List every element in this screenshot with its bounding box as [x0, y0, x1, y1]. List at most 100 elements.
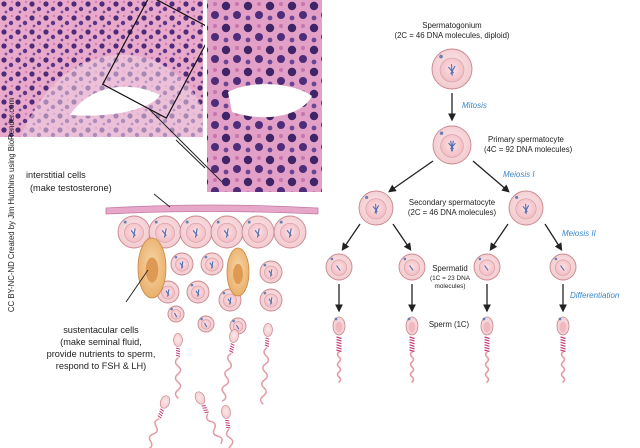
lumen-sperm-3-midpiece [264, 344, 270, 347]
sperm-cell-3-midpiece [484, 349, 490, 353]
sperm-cell-2-midpiece [409, 341, 415, 345]
spermatid-cell-1-nucleus [330, 259, 348, 276]
sustentacular-label: sustentacular cells [63, 325, 139, 335]
lumen-sperm-6-head [221, 405, 231, 419]
primary-spermatocyte-title: Primary spermatocyte [488, 135, 564, 144]
lumen-sperm-4-midpiece [160, 408, 165, 412]
secondary-spermatocyte-cell-right-centriole [515, 195, 519, 199]
lumen-sperm-6-midpiece [225, 424, 231, 427]
sperm-tails-group [147, 323, 273, 448]
lumen-sperm-1-midpiece [175, 354, 181, 357]
tubule-spermatocyte-5-chromosome [197, 289, 200, 297]
tubule-spermatid-3-nucleus [232, 321, 244, 332]
tubule-spermatocyte-4-chromosome [167, 289, 170, 297]
sertoli-nucleus [145, 257, 159, 283]
sperm-cell-3-tail [484, 351, 490, 383]
tubule-spermatid-2-chromosome [204, 322, 208, 328]
lumen-sperm-4-midpiece [159, 410, 164, 414]
spermatogonium-cell-chromosome [451, 64, 453, 76]
tubule-spermatid-1-chromosome [174, 312, 178, 318]
spermatid-cell-1 [325, 253, 353, 281]
spermatid-cell-2-centriole [403, 257, 407, 261]
lumen-sperm-6-midpiece [226, 426, 231, 429]
spermatid-cell-2-chromosome [409, 265, 414, 271]
tubule-spermatid-1 [167, 305, 185, 323]
tubule-spermatocyte-2-centriole [204, 255, 208, 259]
spermatid-cell-4 [549, 253, 577, 281]
tubule-spermatid-1-centriole [170, 307, 173, 311]
sperm-cell-3-midpiece [484, 346, 490, 350]
spermatogonium-detail: (2C = 46 DNA molecules, diploid) [394, 31, 509, 40]
tubule-spermatocyte-5 [186, 280, 210, 304]
sustentacular-desc-1: (make seminal fluid, [60, 337, 142, 347]
secondary-spermatocyte-cell-left [358, 190, 394, 226]
mitosis-label: Mitosis [462, 101, 487, 110]
sertoli-cell-2 [226, 247, 250, 297]
sperm-cell-1-nucleus [335, 321, 343, 333]
lumen-sperm-1-midpiece [175, 352, 181, 355]
lumen-sperm-6 [221, 405, 234, 448]
lumen-sperm-3-tail [259, 347, 270, 405]
sperm-cell-3 [480, 316, 494, 383]
sperm-cell-2-midpiece [409, 349, 415, 353]
tubule-spermatocyte-2-chromosome [211, 261, 214, 269]
spermatid-title: Spermatid [432, 264, 468, 273]
primary-spermatocyte-cell-chromosome [450, 142, 456, 150]
secondary-spermatocyte-cell-right-chromosome [524, 205, 529, 213]
tubule-spermatocyte-3-chromosome [270, 269, 273, 277]
sperm-cell-1-midpiece [336, 346, 342, 350]
basal-spermatogonium-3 [179, 215, 213, 249]
sperm-cell-3-midpiece [484, 344, 490, 347]
sperm-cell-1 [332, 316, 346, 383]
credit-text: CC BY-NC-ND Created by Jim Hutchins usin… [7, 98, 16, 312]
arrow-meiosis2-b [392, 223, 412, 251]
lumen-sperm-2-tail [221, 352, 233, 402]
lumen-sperm-3-midpiece [265, 337, 270, 340]
lumen-sperm-4 [147, 395, 171, 448]
sperm-cell-3-midpiece [484, 341, 490, 345]
secondary-spermatocyte-cell-right-chromosome [525, 203, 527, 215]
sperm-cell-2-acrosome [407, 317, 411, 321]
spermatid-cell-3-centriole [478, 257, 482, 261]
spermatid-cell-3 [473, 253, 501, 281]
lumen-sperm-5 [194, 391, 223, 445]
sperm-cell-2-nucleus [408, 321, 416, 333]
sertoli-cell-1 [137, 237, 167, 299]
spermatogonium-cell [431, 48, 473, 90]
sperm-cell-4-midpiece [560, 336, 566, 340]
sperm-cell-4-midpiece [560, 349, 566, 353]
sperm-cell-1-tail [336, 351, 342, 383]
micrograph-low-magnification [0, 0, 215, 137]
spermatid-cell-4-chromosome [560, 265, 565, 271]
germ-cells-group [117, 215, 307, 335]
sperm-cell-2-tail [409, 351, 415, 383]
sperm-title: Sperm (1C) [429, 320, 470, 329]
arrow-meiosis2-d [544, 223, 563, 251]
lumen-highmag [228, 84, 312, 118]
tubule-lumen [70, 86, 160, 116]
sperm-cell-2 [405, 316, 419, 383]
lumen-sperm-5-midpiece [202, 407, 207, 409]
sperm-cell-1-midpiece [336, 349, 342, 353]
tubule-spermatid-3-chromosome [236, 324, 240, 330]
basal-spermatogonium-5 [241, 215, 275, 249]
sperm-cell-4-tail [560, 351, 566, 383]
lumen-sperm-1-tail [174, 357, 182, 399]
secondary-spermatocyte-cell-left-chromosome [375, 203, 377, 215]
spermatogonium-cell-chromosome [448, 66, 454, 74]
lumen-sperm-5-midpiece [203, 409, 208, 411]
sperm-cell-4-midpiece [560, 341, 566, 345]
tubule-spermatid-1-nucleus [170, 309, 182, 320]
sperm-cell-3-nucleus [483, 321, 491, 333]
basal-spermatogonium-4 [210, 215, 244, 249]
spermatogonium-cell-chromosome [450, 65, 456, 75]
arrow-meiosis2-c [489, 223, 509, 251]
sperm-cell-4-midpiece [560, 339, 566, 342]
sertoli-nucleus [233, 263, 243, 285]
basal-spermatogonium-4-centriole [216, 220, 220, 224]
sperm-cell-2-midpiece [409, 336, 415, 340]
basal-spermatogonium-6-chromosome [289, 228, 292, 238]
lumen-sperm-2-midpiece [229, 345, 235, 349]
tubule-spermatocyte-3-centriole [263, 263, 267, 267]
